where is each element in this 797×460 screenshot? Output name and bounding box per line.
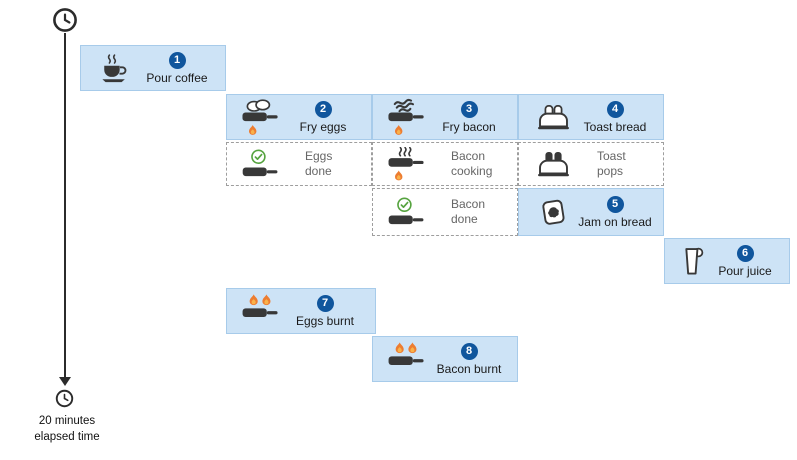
step-number-badge: 8 (460, 342, 478, 360)
step-label: Pour juice (718, 263, 772, 278)
step-number-badge: 2 (314, 100, 332, 118)
step-label: Fry bacon (442, 119, 496, 134)
burnt-pan-icon (242, 294, 278, 318)
bacon-strips-icon (393, 98, 416, 113)
frying-pan-icon (388, 215, 424, 225)
step-fry-eggs: 2 Fry eggs (226, 94, 372, 140)
flame-icon (394, 124, 403, 135)
step-pour-juice: 6 Pour juice (664, 238, 790, 284)
elapsed-time-line1: 20 minutes (38, 415, 96, 427)
burnt-pan-icon (388, 342, 424, 366)
timeline-axis (64, 33, 66, 378)
frying-pan-icon (388, 157, 424, 167)
status-eggs-done: Eggs done (226, 142, 372, 186)
steam-icon (398, 146, 412, 156)
elapsed-time-line2: elapsed time (34, 430, 100, 443)
frying-pan-icon (388, 112, 424, 122)
coffee-cup-icon (99, 54, 131, 83)
step-number-badge: 4 (606, 100, 624, 118)
step-number-badge: 5 (606, 195, 624, 213)
timeline-arrow-icon (59, 377, 71, 386)
flame-icon (395, 170, 403, 180)
eggs-done-icon (242, 149, 278, 177)
status-label: Toast pops (597, 149, 626, 178)
step-label: Jam on bread (578, 214, 652, 229)
bacon-cooking-icon (388, 146, 424, 180)
flame-icon (248, 124, 257, 135)
toast-popped-icon (537, 151, 570, 177)
toaster-icon (537, 104, 570, 130)
step-number-badge: 6 (736, 244, 754, 262)
step-label: Pour coffee (146, 70, 208, 85)
step-number-badge: 3 (460, 100, 478, 118)
elapsed-clock-icon (55, 389, 74, 408)
status-label: Bacon cooking (451, 149, 493, 178)
fry-bacon-icon (388, 98, 424, 135)
step-jam-on-bread: 5 Jam on bread (518, 188, 664, 236)
elapsed-time-caption: 20 minutes elapsed time (22, 414, 112, 445)
status-bacon-cooking: Bacon cooking (372, 142, 518, 186)
step-label: Bacon burnt (436, 361, 502, 376)
step-pour-coffee: 1 Pour coffee (80, 45, 226, 91)
status-label: Bacon done (451, 197, 486, 226)
step-bacon-burnt: 8 Bacon burnt (372, 336, 518, 382)
eggs-icon (246, 98, 271, 112)
status-label: Eggs done (305, 149, 333, 178)
check-circle-icon (251, 149, 266, 165)
frying-pan-icon (242, 167, 278, 177)
bacon-done-icon (388, 197, 424, 225)
juice-glass-icon (683, 247, 704, 276)
step-number-badge: 1 (168, 51, 186, 69)
flame-icon (395, 342, 404, 354)
flame-icon (249, 294, 258, 306)
check-circle-icon (397, 197, 412, 213)
step-fry-bacon: 3 Fry bacon (372, 94, 518, 140)
step-label: Fry eggs (299, 119, 347, 134)
flame-icon (262, 294, 271, 306)
step-number-badge: 7 (316, 294, 334, 312)
status-bacon-done: Bacon done (372, 188, 518, 236)
step-label: Eggs burnt (295, 313, 355, 328)
status-toast-pops: Toast pops (518, 142, 664, 186)
fry-eggs-icon (242, 98, 278, 135)
clock-icon (52, 7, 78, 33)
frying-pan-icon (242, 112, 278, 121)
frying-pan-icon (388, 356, 424, 366)
step-label: Toast bread (583, 119, 647, 134)
frying-pan-icon (242, 308, 278, 318)
jam-bread-icon (540, 198, 567, 227)
step-toast-bread: 4 Toast bread (518, 94, 664, 140)
step-eggs-burnt: 7 Eggs burnt (226, 288, 376, 334)
flame-icon (408, 342, 417, 354)
